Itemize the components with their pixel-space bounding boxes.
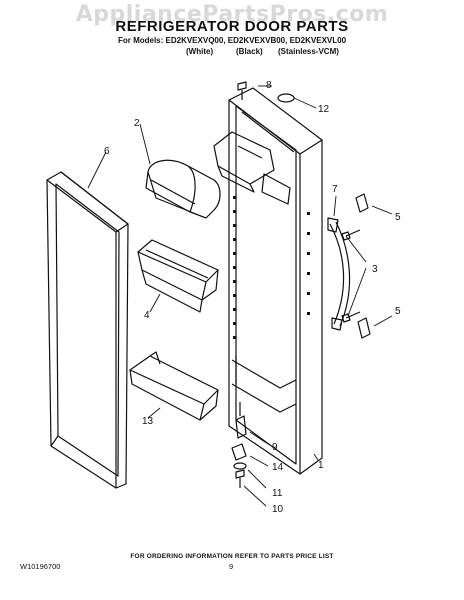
callout-9: 9	[272, 442, 278, 453]
shelf-slots	[233, 196, 310, 339]
callout-7: 7	[332, 184, 338, 195]
callout-12: 12	[318, 104, 330, 115]
handle-screw-upper	[341, 229, 361, 241]
handle-screw-lower	[341, 311, 361, 323]
hinge-washer	[233, 462, 247, 470]
handle-end-cap-upper	[355, 193, 369, 213]
refrigerator-door	[213, 87, 323, 475]
door-bin-upper	[137, 239, 219, 313]
callout-11: 11	[272, 488, 283, 499]
callout-5-upper: 5	[395, 212, 401, 223]
hinge-cap	[277, 93, 295, 103]
variant-stainless: (Stainless-VCM)	[278, 47, 339, 56]
callout-6: 6	[104, 146, 110, 157]
lower-hinge-bushing	[235, 402, 247, 439]
ordering-note: FOR ORDERING INFORMATION REFER TO PARTS …	[130, 553, 334, 560]
door-bin-lower	[129, 351, 219, 421]
variant-white: (White)	[186, 47, 214, 56]
page-number: 9	[229, 562, 234, 571]
dairy-compartment	[145, 159, 221, 219]
callout-14: 14	[272, 462, 284, 473]
callout-5-lower: 5	[395, 306, 401, 317]
callout-1: 1	[318, 460, 324, 471]
variant-black: (Black)	[236, 47, 263, 56]
callout-4: 4	[144, 310, 150, 321]
hinge-pin	[231, 443, 247, 461]
models-line: For Models: ED2KVEXVQ00, ED2KVEXVB00, ED…	[117, 36, 347, 45]
callout-2: 2	[134, 118, 140, 129]
callout-8: 8	[266, 80, 272, 91]
page-title: REFRIGERATOR DOOR PARTS	[115, 18, 349, 35]
document-id: W10196700	[20, 562, 61, 571]
door-handle	[327, 217, 351, 331]
top-screw	[237, 81, 247, 100]
callout-10: 10	[272, 504, 284, 515]
callout-3: 3	[372, 264, 378, 275]
hinge-screw	[235, 469, 245, 488]
door-gasket	[46, 171, 129, 489]
watermark: AppliancePartsPros.com	[75, 2, 389, 27]
callout-13: 13	[142, 416, 154, 427]
leader-lines	[87, 85, 393, 507]
handle-end-cap-lower	[357, 317, 371, 339]
